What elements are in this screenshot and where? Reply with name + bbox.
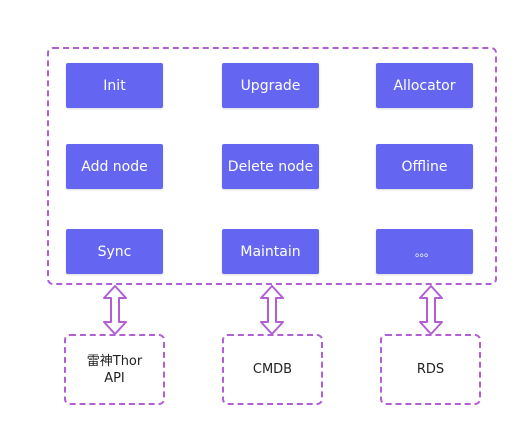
cmdb-label: CMDB	[252, 362, 293, 377]
add-node-button[interactable]: Add node	[66, 144, 163, 189]
cmdb-box: CMDB	[222, 334, 323, 405]
allocator-label: Allocator	[393, 77, 456, 94]
add-node-label: Add node	[81, 158, 148, 175]
module-container	[47, 47, 497, 285]
double-arrow-icon	[419, 285, 443, 335]
init-button[interactable]: Init	[66, 63, 163, 108]
more-label: 。。。	[415, 245, 435, 259]
rds-label: RDS	[416, 362, 445, 377]
upgrade-label: Upgrade	[240, 77, 301, 94]
more-button[interactable]: 。。。	[376, 229, 473, 274]
double-arrow-icon	[103, 285, 127, 335]
maintain-label: Maintain	[240, 243, 301, 260]
offline-label: Offline	[401, 158, 448, 175]
maintain-button[interactable]: Maintain	[222, 229, 319, 274]
thor-api-line2: API	[104, 370, 125, 386]
sync-button[interactable]: Sync	[66, 229, 163, 274]
thor-api-line1: 雷神Thor	[86, 353, 143, 369]
allocator-button[interactable]: Allocator	[376, 63, 473, 108]
double-arrow-icon	[260, 285, 284, 335]
delete-node-button[interactable]: Delete node	[222, 144, 319, 189]
offline-button[interactable]: Offline	[376, 144, 473, 189]
rds-box: RDS	[380, 334, 481, 405]
init-label: Init	[103, 77, 126, 94]
sync-label: Sync	[97, 243, 132, 260]
delete-node-label: Delete node	[227, 158, 314, 175]
thor-api-box: 雷神Thor API	[64, 334, 165, 405]
upgrade-button[interactable]: Upgrade	[222, 63, 319, 108]
